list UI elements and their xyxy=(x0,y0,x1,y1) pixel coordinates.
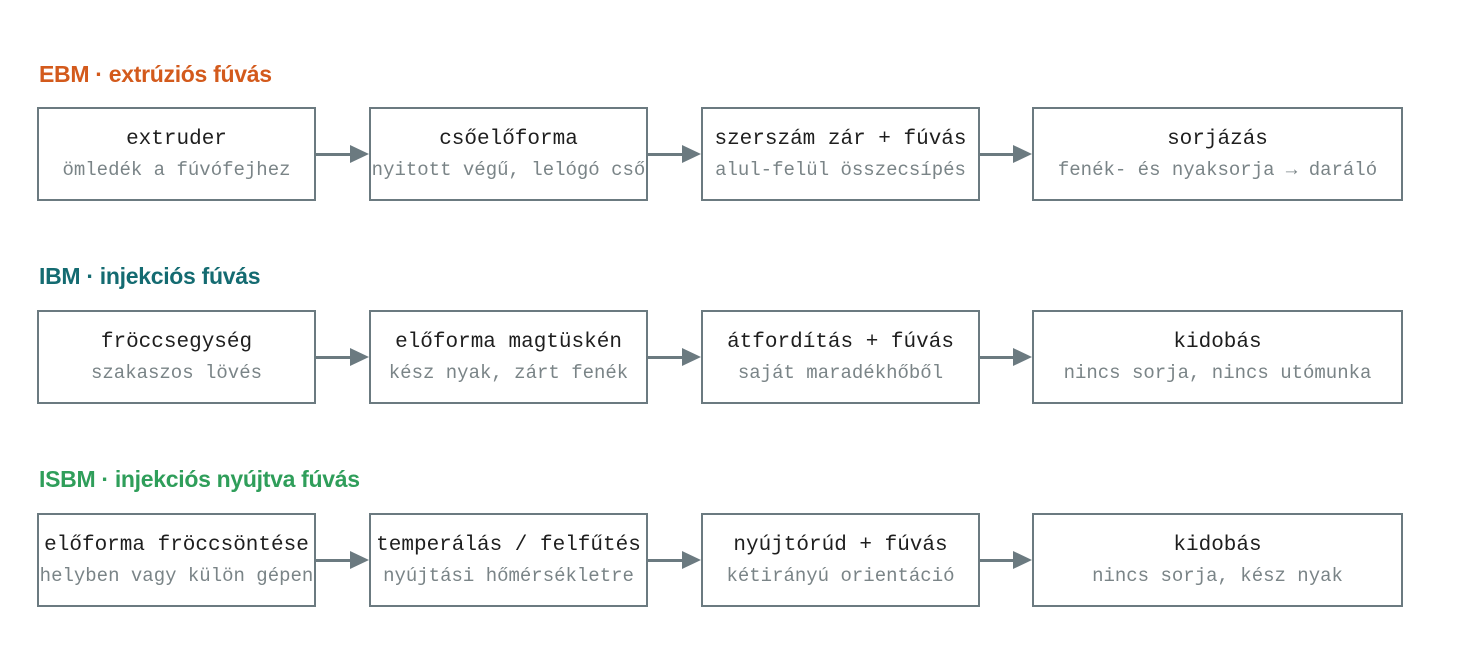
step-title: kidobás xyxy=(1173,330,1262,354)
step-title: előforma magtüskén xyxy=(395,330,622,354)
step-box-extruder: extruder ömledék a fúvófejhez xyxy=(37,107,316,201)
step-title: temperálás / felfűtés xyxy=(376,533,641,557)
step-subtitle: nincs sorja, kész nyak xyxy=(1092,564,1343,587)
step-subtitle: alul-felül összecsípés xyxy=(715,158,966,181)
step-title: kidobás xyxy=(1173,533,1262,557)
flow-arrow xyxy=(316,348,369,366)
step-subtitle: szakaszos lövés xyxy=(90,361,263,384)
step-title: átfordítás + fúvás xyxy=(727,330,954,354)
step-title: szerszám zár + fúvás xyxy=(714,127,967,151)
step-title: nyújtórúd + fúvás xyxy=(733,533,948,557)
row-title-ibm: IBM · injekciós fúvás xyxy=(39,263,261,289)
step-subtitle: kész nyak, zárt fenék xyxy=(388,361,629,384)
flow-arrow xyxy=(980,348,1032,366)
step-title: sorjázás xyxy=(1167,127,1268,151)
step-title: extruder xyxy=(126,127,227,151)
step-title: csőelőforma xyxy=(439,127,578,151)
row-title-isbm: ISBM · injekciós nyújtva fúvás xyxy=(39,466,360,492)
step-box-eloforma-froccsontese: előforma fröccsöntése helyben vagy külön… xyxy=(37,513,316,607)
step-subtitle: nyitott végű, lelógó cső xyxy=(371,158,646,181)
step-subtitle: ömledék a fúvófejhez xyxy=(62,158,291,181)
step-box-froccsegyseg: fröccsegység szakaszos lövés xyxy=(37,310,316,404)
step-subtitle: nyújtási hőmérsékletre xyxy=(383,564,634,587)
step-box-csoeloforma: csőelőforma nyitott végű, lelógó cső xyxy=(369,107,648,201)
step-title: előforma fröccsöntése xyxy=(44,533,309,557)
flow-arrow xyxy=(316,551,369,569)
flow-arrow xyxy=(648,145,701,163)
step-box-kidobas-isbm: kidobás nincs sorja, kész nyak xyxy=(1032,513,1403,607)
row-title-ebm: EBM · extrúziós fúvás xyxy=(39,61,272,87)
step-subtitle: helyben vagy külön gépen xyxy=(39,564,314,587)
flow-arrow xyxy=(980,145,1032,163)
step-box-atforditas: átfordítás + fúvás saját maradékhőből xyxy=(701,310,980,404)
step-title: fröccsegység xyxy=(100,330,253,354)
flow-arrow xyxy=(980,551,1032,569)
step-box-sorjazas: sorjázás fenék- és nyaksorja → daráló xyxy=(1032,107,1403,201)
step-subtitle: saját maradékhőből xyxy=(737,361,944,384)
step-subtitle: kétirányú orientáció xyxy=(726,564,955,587)
step-subtitle: nincs sorja, nincs utómunka xyxy=(1063,361,1372,384)
flow-arrow xyxy=(648,348,701,366)
step-box-kidobas: kidobás nincs sorja, nincs utómunka xyxy=(1032,310,1403,404)
step-box-szerszam-zar: szerszám zár + fúvás alul-felül összecsí… xyxy=(701,107,980,201)
step-box-nyujtorud: nyújtórúd + fúvás kétirányú orientáció xyxy=(701,513,980,607)
flow-arrow xyxy=(648,551,701,569)
step-box-eloforma-magtusken: előforma magtüskén kész nyak, zárt fenék xyxy=(369,310,648,404)
step-subtitle: fenék- és nyaksorja → daráló xyxy=(1057,158,1378,181)
step-box-temperalas: temperálás / felfűtés nyújtási hőmérsékl… xyxy=(369,513,648,607)
flow-arrow xyxy=(316,145,369,163)
